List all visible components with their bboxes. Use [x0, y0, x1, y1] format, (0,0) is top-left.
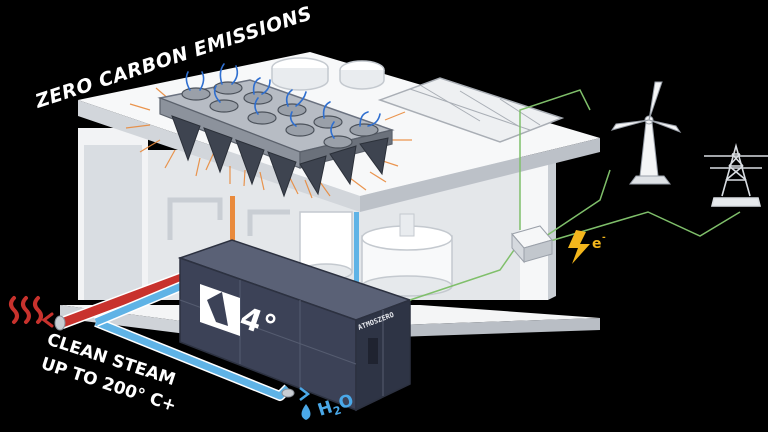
thermal-battery: 4° ATMOSZERO [177, 239, 413, 412]
electricity-label: e [592, 236, 602, 252]
wind-turbine-icon [610, 81, 682, 185]
solar-panel-icon [377, 77, 565, 143]
svg-text:H2O: H2O [315, 391, 356, 423]
electricity-label-sup: - [602, 233, 606, 243]
battery-vent [368, 338, 378, 364]
water-label-h: H [315, 397, 335, 420]
heat-waves-icon [9, 296, 54, 328]
lightning-icon [568, 230, 590, 264]
water-drop-icon [299, 387, 311, 420]
heat-exchanger-unit [125, 63, 412, 199]
water-label-sub: 2 [332, 404, 343, 419]
feed-pipes [230, 196, 359, 294]
junction-box [511, 225, 553, 264]
power-lines [409, 89, 741, 301]
roof-tanks [271, 57, 385, 91]
storage-tanks [167, 197, 453, 297]
power-tower-icon [704, 143, 768, 207]
water-label: H2O [315, 391, 356, 423]
water-label-o: O [336, 391, 356, 414]
